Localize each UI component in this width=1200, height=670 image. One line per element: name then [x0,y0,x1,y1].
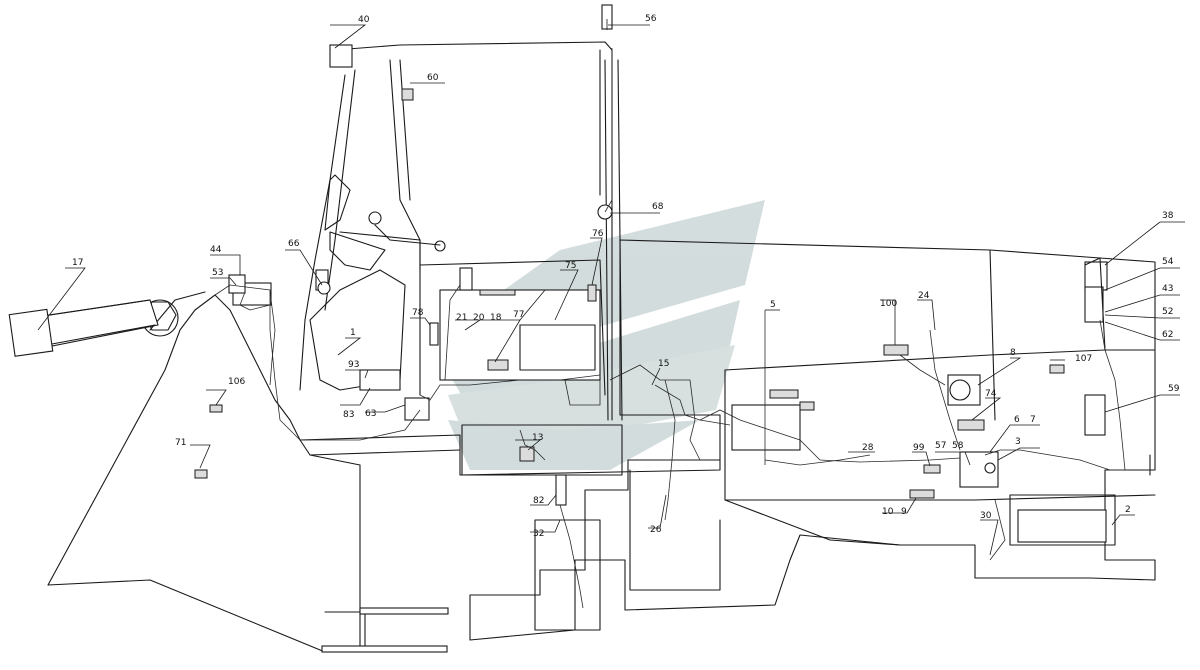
callout-63: 63 [365,409,376,419]
callout-66: 66 [288,239,300,249]
callout-44: 44 [210,245,222,255]
callout-labels: 17 40 56 60 44 53 66 68 38 54 43 52 62 5… [72,14,1180,539]
callout-17: 17 [72,258,83,268]
callout-32: 32 [533,529,544,539]
callout-15: 15 [658,359,669,369]
callout-57: 57 [935,441,946,451]
callout-8: 8 [1010,348,1016,358]
callout-43: 43 [1162,284,1173,294]
callout-3: 3 [1015,437,1021,447]
callout-78: 78 [412,308,424,318]
wiring-harness [214,48,1126,609]
callout-54: 54 [1162,257,1174,267]
callout-77: 77 [513,310,524,320]
callout-71: 71 [175,438,186,448]
callout-93: 93 [348,360,359,370]
callout-62: 62 [1162,330,1173,340]
callout-6: 6 [1014,415,1020,425]
callout-75: 75 [565,261,576,271]
callout-58: 58 [952,441,964,451]
callout-40: 40 [358,15,370,25]
boom-structure [47,291,449,653]
callout-30: 30 [980,511,992,521]
components [194,88,1065,506]
callout-5: 5 [770,300,776,310]
callout-18: 18 [490,313,502,323]
callout-76: 76 [592,229,604,239]
callout-10: 10 [882,507,894,517]
callout-60: 60 [427,73,439,83]
callout-53: 53 [212,268,223,278]
callout-38: 38 [1162,211,1174,221]
callout-13: 13 [532,433,543,443]
callout-9: 9 [901,507,907,517]
callout-26: 26 [650,525,662,535]
callout-7: 7 [1030,415,1036,425]
callout-106: 106 [228,377,245,387]
leader-lines [37,19,1185,556]
callout-107: 107 [1075,354,1092,364]
callout-59: 59 [1168,384,1180,394]
callout-28: 28 [862,443,874,453]
callout-82: 82 [533,496,544,506]
callout-20: 20 [473,313,485,323]
callout-2: 2 [1125,505,1131,515]
callout-1: 1 [350,328,356,338]
callout-99: 99 [913,443,925,453]
callout-21: 21 [456,313,467,323]
lift-cylinder [8,299,159,357]
callout-68: 68 [652,202,664,212]
callout-56: 56 [645,14,657,24]
main-frame [299,239,1156,641]
callout-100: 100 [880,299,897,309]
callout-83: 83 [343,410,354,420]
callout-52: 52 [1162,307,1173,317]
callout-24: 24 [918,291,930,301]
rear-section [1009,257,1151,546]
callout-74: 74 [985,389,997,399]
